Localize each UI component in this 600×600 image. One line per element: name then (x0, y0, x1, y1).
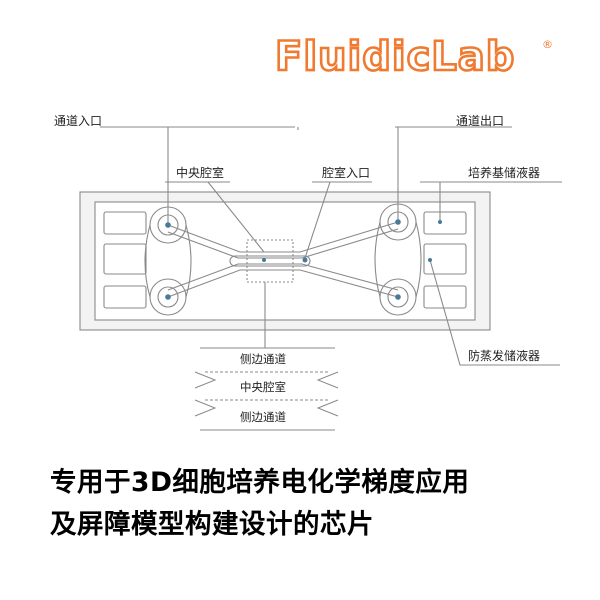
caption-line-2: 及屏障模型构建设计的芯片 (50, 509, 374, 540)
central-chamber-shape (229, 255, 311, 267)
registered-mark: ® (542, 38, 553, 51)
right-arc-inner (374, 221, 381, 298)
inset-label-side-channel-top: 侧边通道 (240, 352, 286, 366)
leader-central-chamber (207, 181, 265, 253)
right-arc (415, 221, 422, 298)
bottom-side-channel (167, 269, 399, 298)
top-side-channel (167, 221, 399, 253)
left-bottom-port-inner (157, 286, 179, 308)
bottom-side-channel-2 (167, 263, 399, 291)
label-anti-evap-reservoir: 防蒸发储液器 (468, 348, 540, 363)
left-bottom-reservoir (103, 285, 147, 309)
label-channel-outlet: 通道出口 (456, 114, 504, 128)
fluidiclab-logo: FluidicLab ® (274, 33, 553, 80)
top-side-channel-2 (167, 228, 399, 259)
label-chamber-inlet: 腔室入口 (322, 165, 370, 180)
label-medium-reservoir: 培养基储液器 (468, 165, 540, 180)
right-bottom-port-inner (387, 286, 409, 308)
leader-chamber-inlet (304, 181, 331, 259)
caption: 专用于3D细胞培养电化学梯度应用 及屏障模型构建设计的芯片 (50, 462, 570, 546)
label-channel-inlet: 通道入口 (54, 114, 102, 128)
right-bottom-reservoir (423, 285, 467, 309)
label-central-chamber: 中央腔室 (176, 165, 224, 180)
inset-label-central-chamber: 中央腔室 (240, 380, 286, 394)
left-mid-reservoir (103, 243, 147, 275)
logo-text: FluidicLab (275, 34, 515, 80)
right-top-reservoir (423, 211, 467, 235)
caption-line-1: 专用于3D细胞培养电化学梯度应用 (50, 467, 470, 498)
cross-section-inset: 侧边通道 中央腔室 侧边通道 (194, 347, 339, 431)
left-arc (144, 224, 151, 298)
left-top-reservoir (103, 211, 147, 235)
inset-label-side-channel-bottom: 侧边通道 (240, 410, 286, 424)
leader-anti-evap-reservoir (429, 259, 560, 366)
right-mid-reservoir (423, 243, 467, 275)
